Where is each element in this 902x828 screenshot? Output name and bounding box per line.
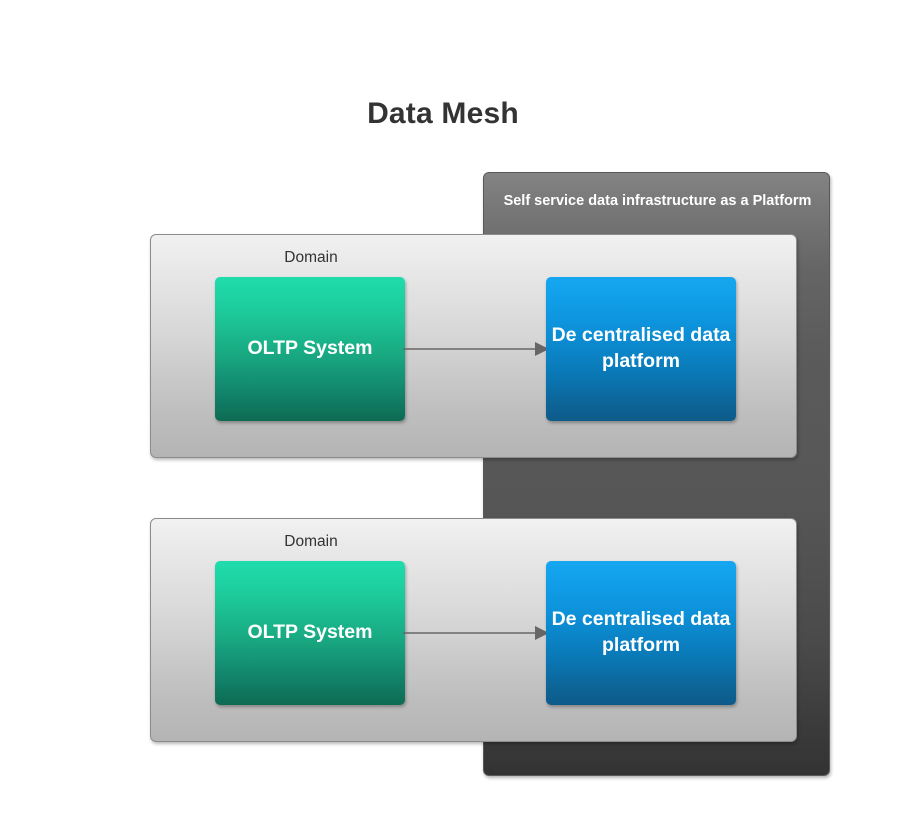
domain-box[interactable]: Domain OLTP System De centralised data p… bbox=[150, 518, 797, 742]
domain-label: Domain bbox=[284, 249, 338, 266]
oltp-system-node[interactable]: OLTP System bbox=[215, 561, 405, 705]
arrow-right-icon bbox=[403, 342, 549, 356]
decentralised-data-platform-node[interactable]: De centralised data platform bbox=[546, 561, 736, 705]
platform-panel-label: Self service data infrastructure as a Pl… bbox=[503, 193, 812, 209]
decentralised-data-platform-node[interactable]: De centralised data platform bbox=[546, 277, 736, 421]
domain-label: Domain bbox=[284, 533, 338, 550]
oltp-system-node[interactable]: OLTP System bbox=[215, 277, 405, 421]
page-title: Data Mesh bbox=[367, 97, 519, 130]
arrow-right-icon bbox=[403, 626, 549, 640]
domain-box[interactable]: Domain OLTP System De centralised data p… bbox=[150, 234, 797, 458]
